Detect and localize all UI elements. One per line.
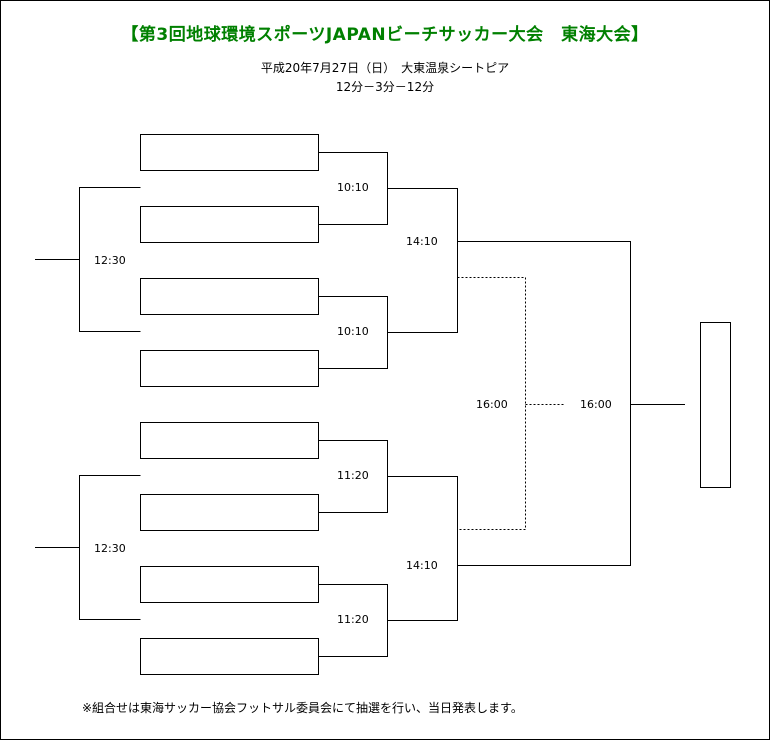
bracket-line-semi-top [387,188,458,333]
match-time-r1-top-a: 10:10 [337,181,369,194]
date-venue: 平成20年7月27日（日） 大東温泉シートピア [260,61,510,75]
match-time-semi-bottom: 14:10 [406,559,438,572]
match-time-quarter-bottom: 12:30 [94,542,126,555]
match-time-r1-bottom-b: 11:20 [337,613,369,626]
team-slot-7[interactable] [140,566,319,603]
match-time-r1-top-b: 10:10 [337,325,369,338]
winner-slot[interactable] [700,322,731,488]
footer-note: ※組合せは東海サッカー協会フットサル委員会にて抽選を行い、当日発表します。 [82,701,523,715]
match-format: 12分－3分－12分 [335,80,435,94]
team-slot-8[interactable] [140,638,319,675]
page-title: 【第3回地球環境スポーツJAPANビーチサッカー大会 東海大会】 [121,25,649,45]
team-slot-6[interactable] [140,494,319,531]
match-time-final: 16:00 [580,398,612,411]
match-time-semi-top: 14:10 [406,235,438,248]
bracket-line-semi-bottom [387,476,458,621]
team-slot-1[interactable] [140,134,319,171]
match-time-quarter-top: 12:30 [94,254,126,267]
bracket-line-final [457,241,631,566]
match-time-third-place: 16:00 [476,398,508,411]
team-slot-2[interactable] [140,206,319,243]
team-slot-5[interactable] [140,422,319,459]
team-slot-3[interactable] [140,278,319,315]
match-time-r1-bottom-a: 11:20 [337,469,369,482]
bracket-line-third-place [457,277,526,530]
team-slot-4[interactable] [140,350,319,387]
